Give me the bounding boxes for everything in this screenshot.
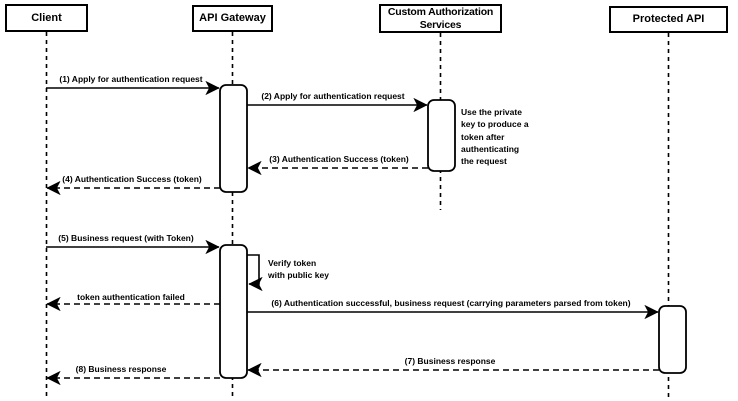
participant-api-gateway: API Gateway <box>192 5 273 32</box>
note-use-private-key: Use the private key to produce a token a… <box>461 107 529 167</box>
message-label-6: (6) Authentication successful, business … <box>269 298 633 309</box>
message-label-8: (8) Business response <box>73 364 169 375</box>
participant-custom-authorization-services: Custom Authorization Services <box>379 4 502 33</box>
participant-client: Client <box>5 4 88 32</box>
arrow-self-verify-token <box>247 254 263 292</box>
participant-protected-api: Protected API <box>609 6 728 33</box>
message-label-5: (5) Business request (with Token) <box>56 233 196 244</box>
message-label-2: (2) Apply for authentication request <box>259 91 407 102</box>
message-label-token-auth-failed: token authentication failed <box>75 292 187 303</box>
participant-label: API Gateway <box>199 12 266 25</box>
participant-label: Protected API <box>632 13 705 26</box>
message-label-3: (3) Authentication Success (token) <box>267 154 411 165</box>
message-label-7: (7) Business response <box>402 356 498 367</box>
activation-api-gateway-business <box>219 244 248 379</box>
message-label-1: (1) Apply for authentication request <box>57 74 205 85</box>
message-label-4: (4) Authentication Success (token) <box>60 174 204 185</box>
activation-protected-api <box>658 305 687 374</box>
participant-label: Custom Authorization Services <box>387 6 494 31</box>
participant-label: Client <box>31 11 62 24</box>
activation-api-gateway-auth <box>219 84 248 193</box>
activation-custom-authorization <box>427 99 456 172</box>
message-label-verify-token: Verify token with public key <box>268 258 329 281</box>
